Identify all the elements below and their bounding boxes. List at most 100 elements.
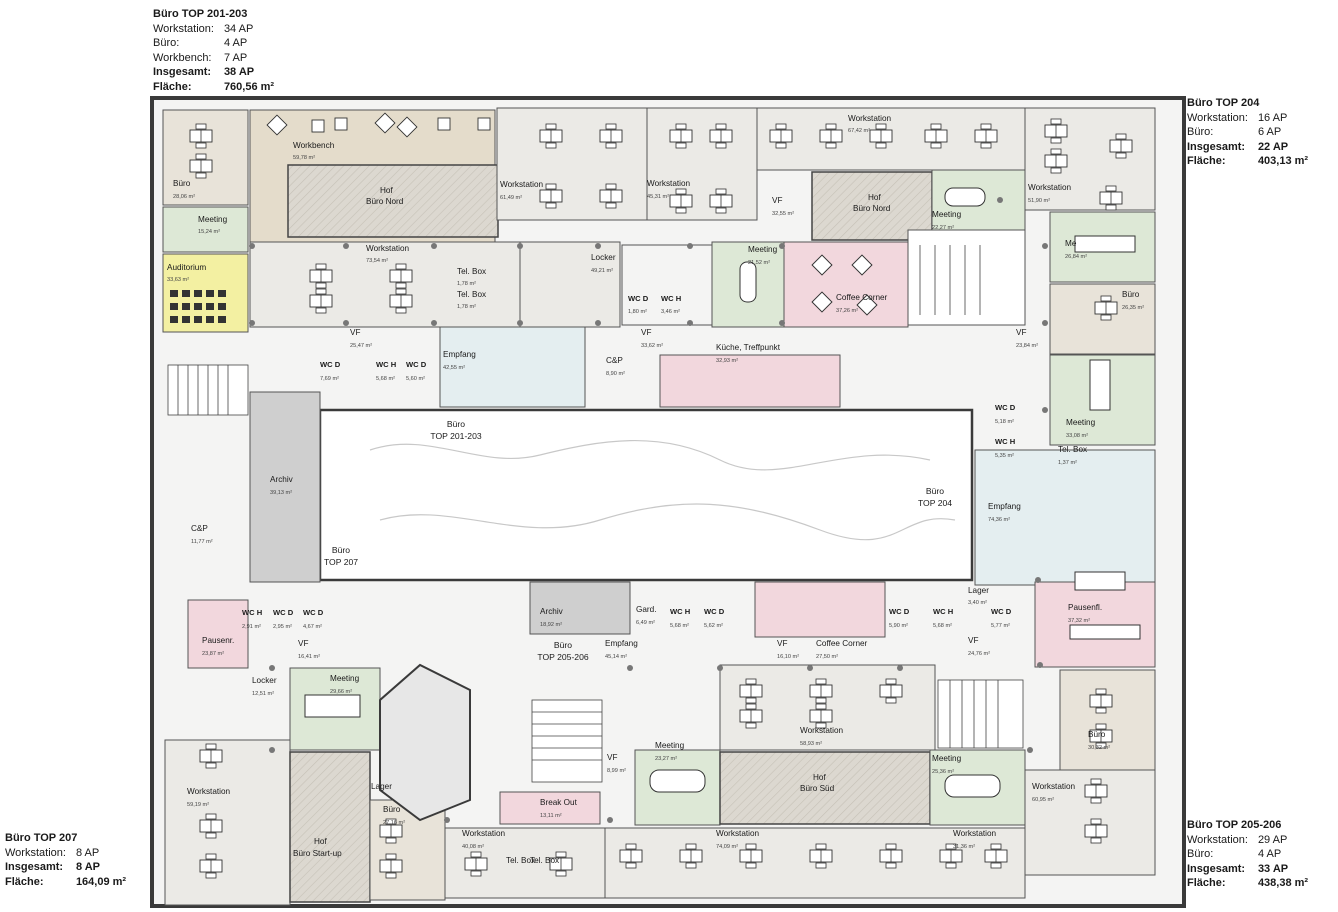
info-value: 4 AP [223,37,248,49]
wc-area: 5,60 m² [406,376,425,382]
room-area: 45,14 m² [605,654,627,660]
zone-meeting-ne [1049,211,1156,283]
room-area: 28,06 m² [173,194,195,200]
zone-ws-n2 [646,107,758,221]
zone-pausenr [187,599,249,669]
columns [249,197,1048,823]
room-label: Meeting [932,210,962,219]
room-label: Meeting [655,741,685,750]
room-label: Büro Süd [800,784,835,793]
room-area: 58,93 m² [800,741,822,747]
info-label: Insgesamt: [1187,862,1246,875]
room-label: Meeting [932,754,962,763]
info-row: Workstation:29 AP [1187,833,1308,848]
room-area: 22,27 m² [932,225,954,231]
wc-label: WC D [889,607,910,616]
info-box-top-204: Büro TOP 204 Workstation:16 AP Büro:6 AP… [1187,96,1308,169]
stair-ne [919,245,981,315]
info-row: Fläche: 760,56 m² [153,80,274,95]
room-area: 16,10 m² [777,654,799,660]
room-label: Break Out [540,798,578,807]
core-curved [379,663,471,822]
info-label: Fläche: [153,80,192,93]
info-label: Insgesamt: [153,66,212,78]
room-area: 73,54 m² [366,258,388,264]
info-box-table: Workstation:16 AP Büro:6 AP Insgesamt:22… [1187,111,1308,169]
room-label: Tel. Box [1058,445,1087,454]
room-area: 16,41 m² [298,654,320,660]
zone-kueche [659,354,841,408]
info-box-title: Büro TOP 207 [5,832,78,844]
info-label: Fläche: [5,875,44,888]
room-area: 27,50 m² [816,654,838,660]
room-label: VF [298,639,308,648]
entry-label: Büro [926,486,944,496]
room-label: Me [1065,239,1077,248]
auditorium-seats [170,290,226,323]
info-box-title: Büro TOP 205-206 [1187,819,1282,831]
room-area: 15,24 m² [198,229,220,235]
wc-label: WC D [320,360,341,369]
zone-wc-n [621,244,713,326]
info-row: Büro:6 AP [1187,125,1308,140]
zone-buero-sw [369,799,446,901]
wc-label: WC H [670,607,690,616]
room-area: 33,63 m² [167,277,189,283]
room-area: 42,55 m² [443,365,465,371]
zone-coffee-n [783,241,909,328]
room-area: 12,51 m² [252,691,274,697]
room-label: Workstation [500,180,544,189]
info-label: Insgesamt: [1187,140,1246,153]
wc-area: 1,80 m² [628,309,647,315]
room-area: 18,92 m² [540,622,562,628]
room-label: Workstation [848,114,892,123]
zone-ws-ne [1024,107,1156,211]
info-value: 16 AP [1257,111,1288,124]
room-label: Tel. Box [506,856,535,865]
room-label: Meeting [330,674,360,683]
info-row: Büro: 4 AP [153,36,274,51]
room-area: 37,32 m² [1068,618,1090,624]
room-label: VF [641,328,651,337]
room-area: 40,08 m² [462,844,484,850]
entry-label: Büro [332,545,350,555]
stair-nw [167,364,249,416]
room-area: 33,08 m² [1066,433,1088,439]
room-area: 31,36 m² [953,844,975,850]
wc-labels: WC D 1,80 m² WC H 3,46 m² WC D 7,69 m² W… [242,294,1016,630]
room-label: Hof [314,837,327,846]
zone-ws-sw [164,739,291,906]
room-label: Hof [868,193,881,202]
room-label: Workstation [462,829,506,838]
info-row: Workstation:8 AP [5,846,126,861]
room-label: Hof [813,773,826,782]
wc-label: WC H [995,437,1015,446]
entry-label: TOP 204 [918,498,952,508]
wc-label: WC H [933,607,953,616]
courtyard-landscape [369,440,956,541]
info-label: Insgesamt: [5,861,64,873]
info-row: Workbench:7 AP [153,51,274,66]
room-label: Pausenr. [202,636,234,645]
info-row: Fläche:403,13 m² [1187,154,1308,169]
info-value: 760,56 m² [223,80,275,93]
room-label: Workstation [953,829,997,838]
info-row: Insgesamt:33 AP [1187,862,1308,877]
info-value: 4 AP [1257,848,1282,860]
info-box-top-205-206: Büro TOP 205-206 Workstation:29 AP Büro:… [1187,818,1308,891]
room-area: 29,66 m² [330,689,352,695]
room-label: Büro [173,179,191,188]
room-label: Workbench [293,141,335,150]
room-label: Küche, Treffpunkt [716,343,781,352]
room-label: Büro [1088,730,1106,739]
central-courtyard [318,408,974,582]
room-area: 23,87 m² [202,651,224,657]
courtyard-north [287,164,499,238]
room-label: VF [350,328,360,337]
room-area: 25,36 m² [932,769,954,775]
room-area: 51,90 m² [1028,198,1050,204]
room-label: Gard. [636,605,656,614]
wc-area: 4,67 m² [303,624,322,630]
info-label: Büro: [153,37,180,49]
